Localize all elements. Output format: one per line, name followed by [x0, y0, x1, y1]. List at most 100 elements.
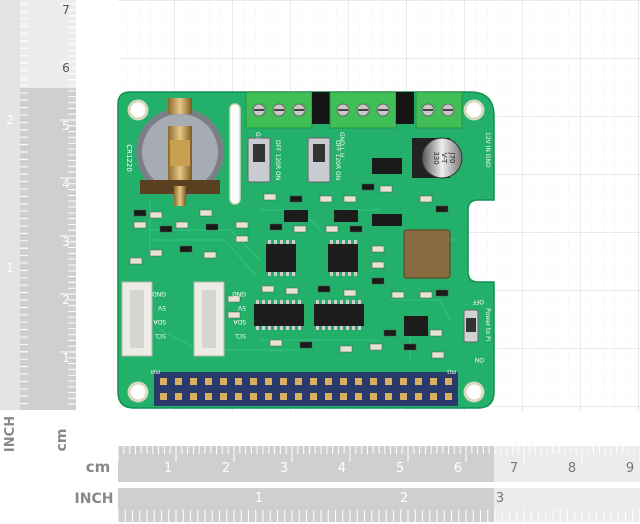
- ic-pin: [346, 300, 349, 304]
- smd-part: [227, 295, 241, 303]
- header-pin: [175, 393, 182, 400]
- ic-pin: [342, 240, 345, 244]
- smd-part: [205, 223, 219, 231]
- left-cm-2: 2: [62, 293, 70, 307]
- smd-part: [419, 291, 433, 299]
- header-pin: [220, 378, 227, 385]
- ic-chips: [254, 210, 428, 336]
- smd-part: [371, 277, 385, 285]
- bottom-cm-7: 7: [510, 461, 518, 476]
- smd-part: [317, 285, 331, 293]
- power-switch-label: Power to Pi: [484, 308, 491, 341]
- bottom-cm-6: 6: [454, 461, 462, 476]
- smd-part: [235, 235, 249, 243]
- ic-pin: [280, 240, 283, 244]
- left-cm-6: 6: [62, 61, 70, 75]
- ic-pin: [330, 272, 333, 276]
- smd-part: [179, 245, 193, 253]
- header-pin: [265, 393, 272, 400]
- header-pin: [235, 393, 242, 400]
- smd-part: [391, 291, 405, 299]
- smd-part: [383, 329, 397, 337]
- i2c-connector-1: GND 5V SDA SCL: [121, 281, 166, 357]
- cap-text-1: 330: [432, 151, 440, 164]
- black-header-1: [312, 92, 330, 124]
- ic-pin: [274, 326, 277, 330]
- smd-part: [269, 223, 283, 231]
- header-pin: [190, 393, 197, 400]
- ic-pin: [336, 272, 339, 276]
- smd-part: [285, 287, 299, 295]
- i2c1-pin-5v: 5V: [157, 304, 166, 311]
- smd-part: [261, 285, 275, 293]
- ic-pin: [334, 300, 337, 304]
- header-pin: [250, 393, 257, 400]
- header-pin: [205, 393, 212, 400]
- header-pin: [370, 378, 377, 385]
- smd-part: [343, 195, 357, 203]
- header-pin: [430, 393, 437, 400]
- smd-part: [133, 209, 147, 217]
- header-pin: [415, 393, 422, 400]
- power-switch-off: OFF: [472, 298, 484, 305]
- bottom-cm-unit: cm: [86, 458, 111, 476]
- smd-part: [293, 225, 307, 233]
- header-pin: [295, 378, 302, 385]
- bottom-cm-8: 8: [568, 461, 576, 476]
- header-pin: [160, 393, 167, 400]
- ic-pin: [336, 240, 339, 244]
- header-pin2-label: P01: [447, 368, 456, 374]
- i2c1-pin-scl: SCL: [154, 332, 166, 339]
- bottom-ruler-ticks: [117, 446, 640, 522]
- left-inch-1: 1: [6, 261, 14, 275]
- ic-pin: [286, 326, 289, 330]
- termination-switch-1: OFF 120R ON: [247, 137, 281, 183]
- ic-pin: [342, 272, 345, 276]
- header-pin: [445, 378, 452, 385]
- ic-pin: [292, 272, 295, 276]
- i2c1-pin-sda: SDA: [153, 318, 166, 325]
- power-in-label: 12V IN GND: [484, 132, 491, 168]
- left-cm-5: 5: [62, 119, 70, 133]
- header-pin: [430, 378, 437, 385]
- ic-pin: [280, 326, 283, 330]
- can2-terminal-block: GND L H: [329, 91, 397, 157]
- ic-pin: [268, 326, 271, 330]
- header-pin: [295, 393, 302, 400]
- ic-pin: [322, 300, 325, 304]
- header-pin: [355, 393, 362, 400]
- bottom-inch-2: 2: [400, 491, 408, 506]
- smd-part: [343, 289, 357, 297]
- smd-part: [149, 211, 163, 219]
- ic-pins: [256, 240, 361, 330]
- header-pin: [250, 378, 257, 385]
- ic-pin: [292, 326, 295, 330]
- smd-part: [199, 209, 213, 217]
- ic-pin: [348, 272, 351, 276]
- header-pin: [445, 393, 452, 400]
- i2c2-pin-gnd: GND: [232, 290, 246, 297]
- smd-part: [289, 195, 303, 203]
- left-cm-3: 3: [62, 235, 70, 249]
- ic-pin: [330, 240, 333, 244]
- header-pin: [310, 378, 317, 385]
- cap-text-3: J70: [448, 152, 456, 164]
- ic-pin: [354, 240, 357, 244]
- smd-part: [203, 251, 217, 259]
- smd-components: [129, 183, 449, 359]
- bottom-cm-2: 2: [222, 461, 230, 476]
- header-pin: [325, 378, 332, 385]
- cap-text-2: V-T: [440, 153, 448, 164]
- ic-pin: [322, 326, 325, 330]
- header-pin: [385, 378, 392, 385]
- ic-pin: [298, 326, 301, 330]
- smd-part: [299, 341, 313, 349]
- bottom-inch-unit: INCH: [75, 491, 114, 507]
- ic-pin: [316, 326, 319, 330]
- can1-terminal-block: GND L H: [245, 91, 313, 157]
- smd-part: [149, 249, 163, 257]
- ic-pin: [280, 300, 283, 304]
- ic-pin: [328, 326, 331, 330]
- mount-hole-bl: [127, 381, 149, 403]
- bottom-cm-3: 3: [280, 461, 288, 476]
